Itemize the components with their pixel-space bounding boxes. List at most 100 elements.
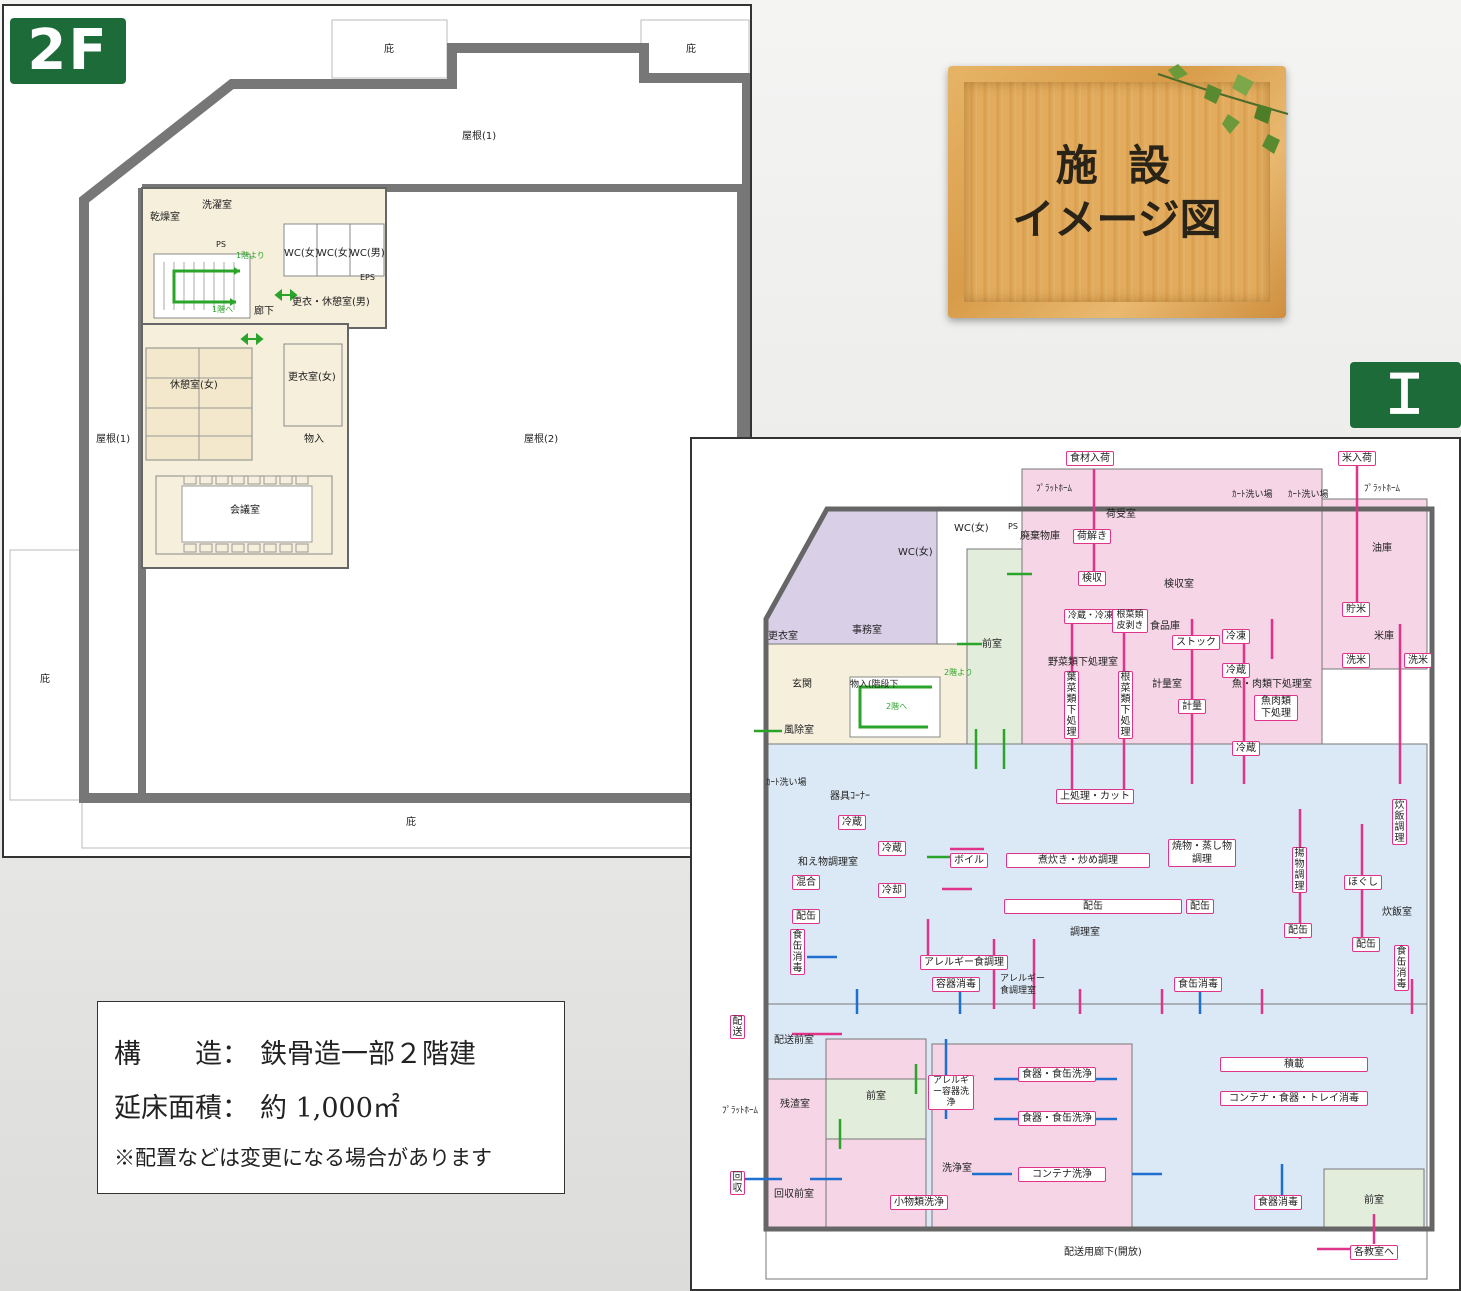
building-info-box: 構 造： 鉄骨造一部２階建 延床面積： 約 1,000㎡ ※配置などは変更になる…	[97, 1001, 565, 1194]
serve3-box: 配缶	[1186, 899, 1214, 914]
root-peel-box: 根菜類皮剥き	[1112, 609, 1148, 633]
anteroom3-label: 前室	[1364, 1195, 1384, 1206]
stair-1f-flow	[858, 685, 932, 729]
rice-storage-label: 米庫	[1374, 631, 1394, 642]
zone-anteroom1	[966, 548, 1023, 745]
inspection-box: 検収	[1078, 571, 1106, 586]
office-label: 事務室	[852, 625, 882, 636]
stew-stirfry-box: 煮炊き・炒め調理	[1006, 853, 1150, 868]
from-1f-label: 1階より	[236, 251, 265, 260]
floor1-plan: 食材入荷 米入荷 ﾌﾟﾗｯﾄﾎｰﾑ ﾌﾟﾗｯﾄﾎｰﾑ ｶｰﾄ洗い場 ｶｰﾄ洗い場…	[690, 437, 1461, 1291]
tatami-lines	[146, 348, 252, 460]
locker-label: 更衣室	[768, 631, 798, 642]
corridor-arrow-1	[240, 332, 264, 346]
storage-label: 物入	[304, 434, 324, 445]
facility-sign-board: 施 設 イメージ図	[948, 64, 1289, 318]
changing-f-label: 更衣室(女)	[288, 372, 336, 383]
platform-top-right-label: ﾌﾟﾗｯﾄﾎｰﾑ	[1364, 484, 1401, 494]
rice-cook-prep-box: 炊飯調理	[1392, 799, 1407, 845]
zone-delivery-corridor	[765, 1228, 1428, 1280]
board-title-line1: 施 設	[1055, 141, 1179, 190]
rice-wash-2-box: 洗米	[1404, 653, 1432, 668]
mix-box: 混合	[792, 875, 820, 890]
roof2-label: 屋根(2)	[524, 434, 559, 445]
board-title-line2: イメージ図	[1012, 195, 1222, 244]
ivy-leaves-icon	[1157, 64, 1289, 154]
staff-flow-arrows	[754, 572, 1032, 1149]
weigh-room-label: 計量室	[1152, 679, 1182, 690]
loading-box: 積載	[1220, 1057, 1368, 1072]
fridge3-box: 冷蔵	[838, 815, 866, 830]
leaf-veg-prep-box: 葉菜類下処理	[1064, 671, 1079, 739]
hisashi-top-right-box	[640, 19, 750, 79]
residue-room-label: 残渣室	[780, 1099, 810, 1110]
fridge4-box: 冷蔵	[878, 841, 906, 856]
area-value: 約 1,000㎡	[260, 1093, 400, 1124]
structure-value: 鉄骨造一部２階建	[260, 1039, 476, 1070]
wc-f-a-label: WC(女)	[954, 523, 989, 534]
delivery-box: 配送	[730, 1015, 745, 1039]
serve1-box: 配缶	[792, 909, 820, 924]
freeze1-box: 冷凍	[1222, 629, 1250, 644]
hisashi-top-left-box	[331, 19, 448, 79]
wc-m-label: WC(男)	[350, 248, 385, 259]
receiving-room-label: 荷受室	[1106, 509, 1136, 520]
rice-store-box: 貯米	[1342, 602, 1370, 617]
corridor-arrow-2	[274, 288, 298, 302]
fish-meat-prep-box: 魚肉類下処理	[1254, 695, 1298, 721]
hisashi-left-label: 庇	[40, 674, 50, 685]
inspection-room-label: 検収室	[1164, 579, 1194, 590]
laundry-room-label: 洗濯室	[202, 200, 232, 211]
hisashi-left-box	[9, 549, 83, 801]
grill-steam-box: 焼物・蒸し物調理	[1168, 839, 1236, 867]
rice-wash-1-box: 洗米	[1342, 653, 1370, 668]
loosen-box: ほぐし	[1344, 875, 1382, 890]
dish-can-wash-2-box: 食器・食缶洗浄	[1018, 1111, 1096, 1126]
serve2-box: 配缶	[1004, 899, 1182, 914]
anteroom1-label: 前室	[982, 639, 1002, 650]
corridor-label: 廊下	[254, 306, 274, 317]
roof1-left-label: 屋根(1)	[96, 434, 131, 445]
platform-top-label: ﾌﾟﾗｯﾄﾎｰﾑ	[1036, 484, 1073, 494]
roof1-top-label: 屋根(1)	[462, 131, 497, 142]
windbreak-label: 風除室	[784, 725, 814, 736]
delivery-anteroom-label: 配送前室	[774, 1035, 814, 1046]
wc-f2-label: WC(女)	[317, 248, 352, 259]
wc-f1-label: WC(女)	[284, 248, 319, 259]
to-2f-label: 2階へ	[886, 702, 908, 711]
serve4-box: 配缶	[1284, 923, 1312, 938]
meeting-room-label: 会議室	[230, 505, 260, 516]
stair-flow-arrow	[172, 269, 240, 304]
food-storage-label: 食品庫	[1150, 621, 1180, 632]
can-sterilize-2-box: 食缶消毒	[1174, 977, 1222, 992]
boil-box: ボイル	[950, 853, 988, 868]
waste-storage-label: 廃棄物庫	[1020, 531, 1060, 542]
fridge-freeze-box: 冷蔵・冷凍	[1064, 609, 1118, 624]
to-1f-label: 1階へ	[212, 305, 234, 314]
return-box: 回収	[730, 1171, 745, 1195]
board-inner	[964, 82, 1270, 302]
container-tray-sterilize-box: コンテナ・食器・トレイ消毒	[1220, 1091, 1368, 1106]
floor1-badge: ＩＦ	[1350, 362, 1461, 492]
rice-in-box: 米入荷	[1338, 451, 1376, 466]
floor2-drawing	[9, 19, 750, 849]
anteroom2-label: 前室	[866, 1091, 886, 1102]
wc-block	[283, 223, 385, 277]
storage-stairs-label: 物入(階段下	[850, 680, 899, 690]
floor1-outer-wall	[763, 506, 1435, 1232]
cart-wash-2-label: ｶｰﾄ洗い場	[1288, 490, 1329, 500]
weigh-box: 計量	[1178, 699, 1206, 714]
fish-meat-room-label: 魚・肉類下処理室	[1232, 679, 1312, 690]
delivery-corridor-label: 配送用廊下(開放)	[1064, 1247, 1142, 1258]
oil-storage-label: 油庫	[1372, 543, 1392, 554]
ingredients-in-box: 食材入荷	[1066, 451, 1114, 466]
washing-room-label: 洗浄室	[942, 1163, 972, 1174]
serve5-box: 配缶	[1352, 937, 1380, 952]
unpacking-box: 荷解き	[1073, 529, 1111, 544]
stock-box: ストック	[1172, 635, 1220, 650]
structure-label: 構 造：	[114, 1039, 249, 1070]
return-anteroom-label: 回収前室	[774, 1189, 814, 1200]
root-veg-prep-box: 根菜類下処理	[1118, 671, 1133, 739]
upper-prep-cut-box: 上処理・カット	[1056, 789, 1134, 804]
ps-2f-label: PS	[216, 240, 226, 249]
